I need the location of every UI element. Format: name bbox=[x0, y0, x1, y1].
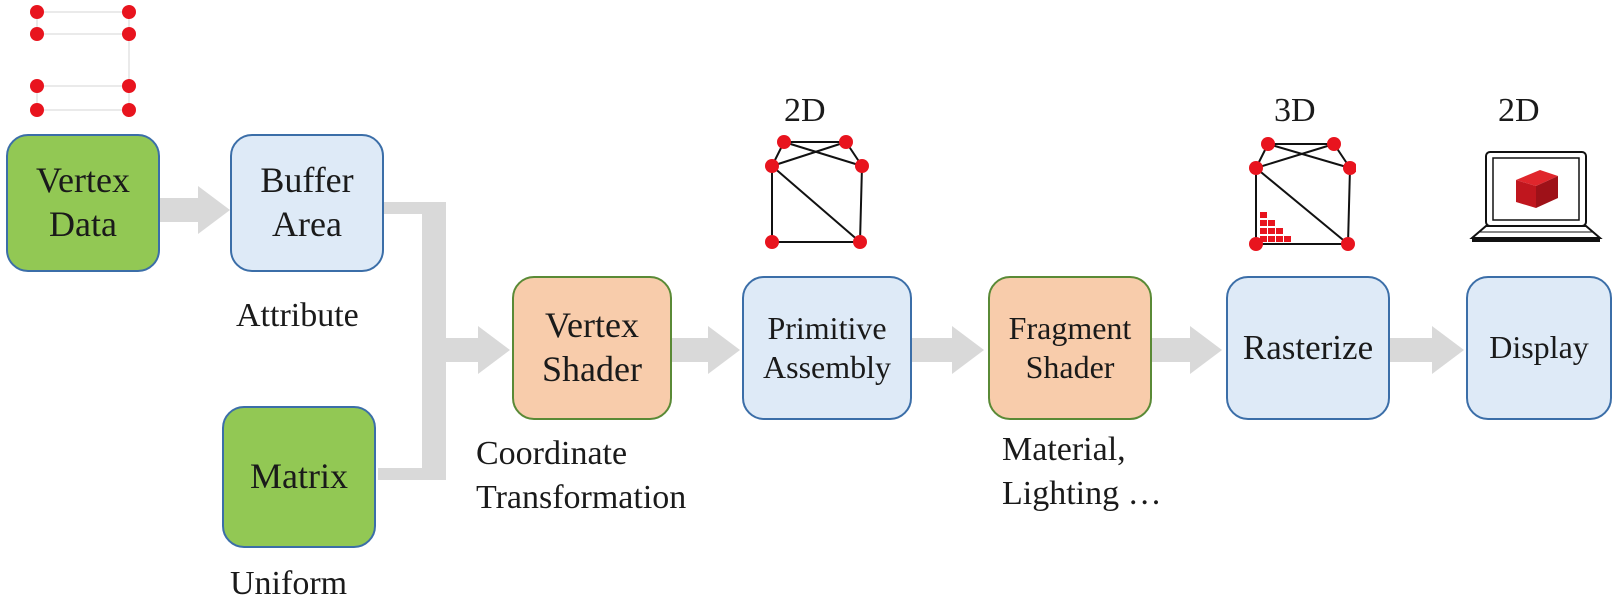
attribute-caption: Attribute bbox=[236, 297, 359, 334]
buffer-area-label: Buffer Area bbox=[260, 160, 354, 244]
vertex-data-node: Vertex Data bbox=[6, 134, 160, 272]
vertex-data-label: Vertex Data bbox=[36, 160, 130, 244]
arrow-merge-to-vertex-shader bbox=[446, 326, 510, 374]
primitive-assembly-node: Primitive Assembly bbox=[742, 276, 912, 420]
laptop-icon bbox=[1469, 151, 1603, 242]
matrix-node: Matrix bbox=[222, 406, 376, 548]
matrix-label: Matrix bbox=[250, 456, 348, 497]
coordinate-transformation-caption: Coordinate Transformation bbox=[476, 435, 687, 517]
rasterize-label: Rasterize bbox=[1242, 327, 1374, 367]
arrow-vertex-data-to-buffer bbox=[160, 186, 230, 234]
primitive-dimension-label: 2D bbox=[784, 92, 826, 129]
primitive-assembly-label: Primitive Assembly bbox=[763, 309, 891, 385]
arrow-fragment-to-rasterize bbox=[1152, 326, 1222, 374]
display-label: Display bbox=[1489, 329, 1589, 366]
display-dimension-label: 2D bbox=[1498, 92, 1540, 129]
triangle-mesh-icon bbox=[765, 135, 869, 249]
rasterize-node: Rasterize bbox=[1226, 276, 1390, 420]
arrow-rasterize-to-display bbox=[1390, 326, 1464, 374]
vertex-points-icon bbox=[30, 5, 136, 117]
connector-buffer-to-merge bbox=[378, 202, 446, 480]
raster-dimension-label: 3D bbox=[1274, 92, 1316, 129]
uniform-caption: Uniform bbox=[230, 565, 348, 602]
rasterized-mesh-icon bbox=[1249, 137, 1356, 251]
fragment-shader-node: Fragment Shader bbox=[988, 276, 1152, 420]
display-node: Display bbox=[1466, 276, 1612, 420]
arrow-primitive-to-fragment bbox=[912, 326, 984, 374]
vertex-shader-label: Vertex Shader bbox=[542, 305, 642, 389]
buffer-area-node: Buffer Area bbox=[230, 134, 384, 272]
arrow-vertex-shader-to-primitive bbox=[672, 326, 740, 374]
material-lighting-caption: Material, Lighting … bbox=[1002, 431, 1162, 513]
fragment-shader-label: Fragment Shader bbox=[1008, 309, 1132, 385]
vertex-shader-node: Vertex Shader bbox=[512, 276, 672, 420]
